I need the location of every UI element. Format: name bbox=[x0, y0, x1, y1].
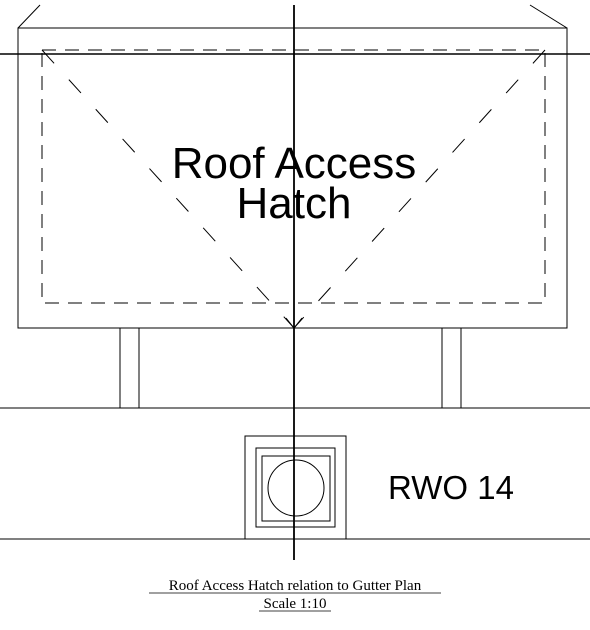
hatch-lid-top-edges bbox=[17, 4, 568, 29]
hatch-label-line2: Hatch bbox=[237, 179, 352, 228]
support-posts bbox=[119, 327, 462, 409]
hatch-opening-dashed bbox=[41, 49, 546, 304]
outlet-label: RWO 14 bbox=[388, 469, 514, 506]
hatch-frame bbox=[17, 27, 568, 329]
post-left bbox=[119, 327, 140, 409]
rainwater-outlet bbox=[244, 435, 347, 540]
caption-title: Roof Access Hatch relation to Gutter Pla… bbox=[169, 578, 422, 594]
outlet-inner-square bbox=[261, 455, 331, 522]
caption-scale: Scale 1:10 bbox=[264, 596, 327, 612]
post-right bbox=[441, 327, 462, 409]
outlet-mid-square bbox=[255, 447, 336, 528]
lid-edge-right bbox=[529, 4, 568, 29]
hatch-label-line1: Roof Access bbox=[172, 139, 417, 188]
lid-edge-left bbox=[17, 4, 41, 29]
outlet-grate-circle bbox=[267, 459, 325, 517]
outlet-outer-square bbox=[244, 435, 347, 540]
